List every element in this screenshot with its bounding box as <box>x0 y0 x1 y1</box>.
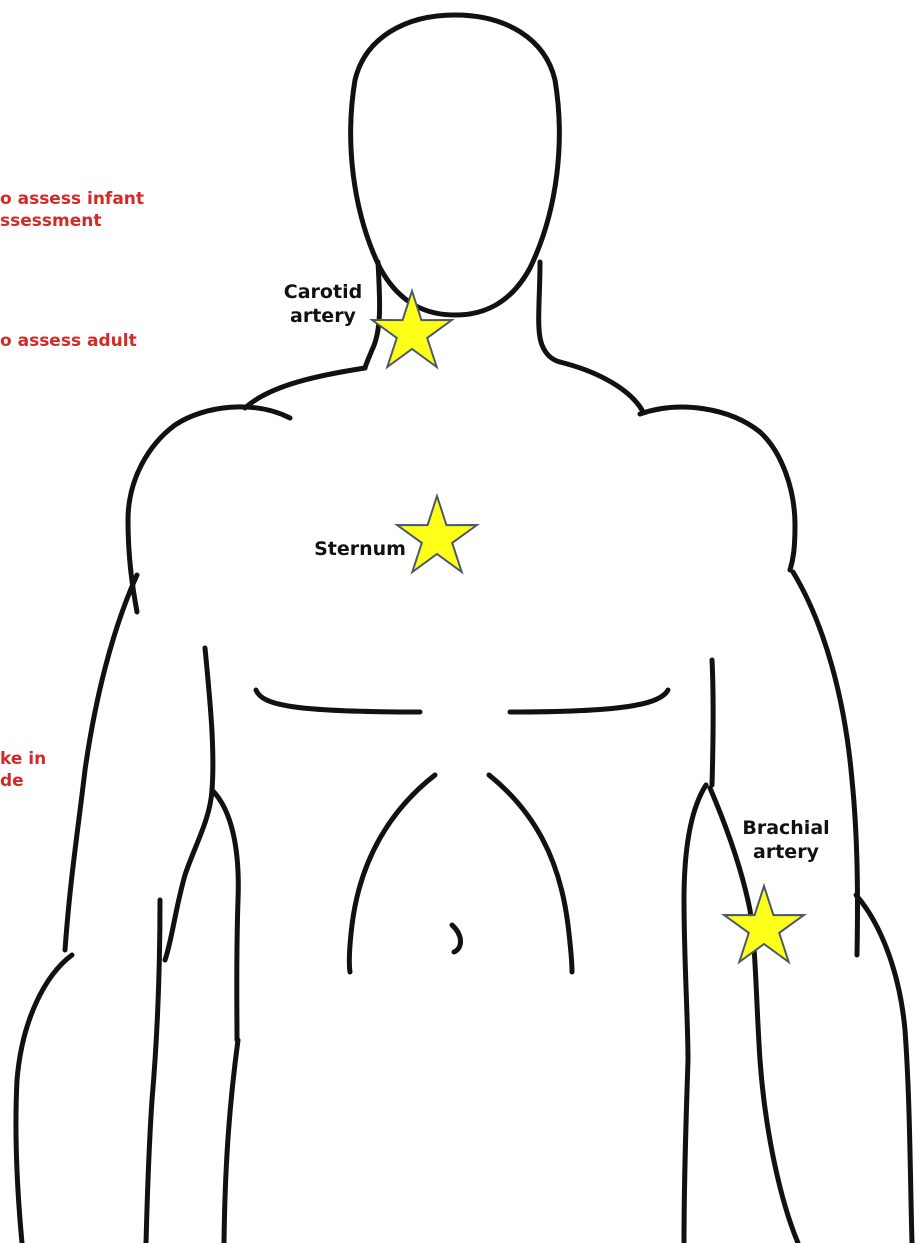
side-note-line-1: ke in <box>0 748 46 770</box>
infant-note-line-2: ssessment <box>0 210 144 232</box>
brachial-label-line-2: artery <box>753 841 819 863</box>
left-waist <box>224 1040 238 1243</box>
right-forearm-outer <box>856 895 912 1243</box>
brachial-label-line-1: Brachial <box>742 817 829 839</box>
left-arm-inner <box>165 648 213 960</box>
body-outline <box>16 15 912 1243</box>
right-shoulder <box>640 407 795 570</box>
left-pectoral-line <box>256 690 420 712</box>
carotid-artery-label: Carotid artery <box>272 280 374 328</box>
left-forearm-outer <box>16 955 72 1243</box>
carotid-label-line-2: artery <box>290 305 356 327</box>
adult-assessment-note: o assess adult <box>0 330 137 352</box>
carotid-label-line-1: Carotid <box>284 281 362 303</box>
sternum-label-text: Sternum <box>314 538 406 560</box>
left-rib-line <box>349 775 435 972</box>
right-pectoral-line <box>510 690 668 712</box>
infant-assessment-note: o assess infant ssessment <box>0 188 144 232</box>
adult-note-line-1: o assess adult <box>0 330 137 352</box>
neck-right <box>539 262 560 362</box>
right-trapezius <box>560 362 642 410</box>
right-arm-outer <box>793 572 857 955</box>
right-arm-inner <box>712 660 713 785</box>
left-arm-outer <box>65 575 137 950</box>
infant-note-line-1: o assess infant <box>0 188 144 210</box>
right-torso-side <box>684 785 706 1060</box>
left-torso-side <box>212 790 238 1040</box>
cropped-side-note: ke in de <box>0 748 46 792</box>
brachial-artery-label: Brachial artery <box>724 816 848 864</box>
carotid-star-icon <box>372 291 452 367</box>
left-forearm-inner <box>146 900 160 1243</box>
brachial-star-icon <box>724 886 804 962</box>
right-rib-line <box>489 775 572 972</box>
side-note-line-2: de <box>0 770 46 792</box>
navel <box>452 925 461 952</box>
right-waist <box>684 1060 688 1243</box>
left-shoulder <box>128 407 290 612</box>
left-trapezius <box>245 368 365 408</box>
head-outline <box>351 15 560 315</box>
sternum-label: Sternum <box>300 537 420 561</box>
